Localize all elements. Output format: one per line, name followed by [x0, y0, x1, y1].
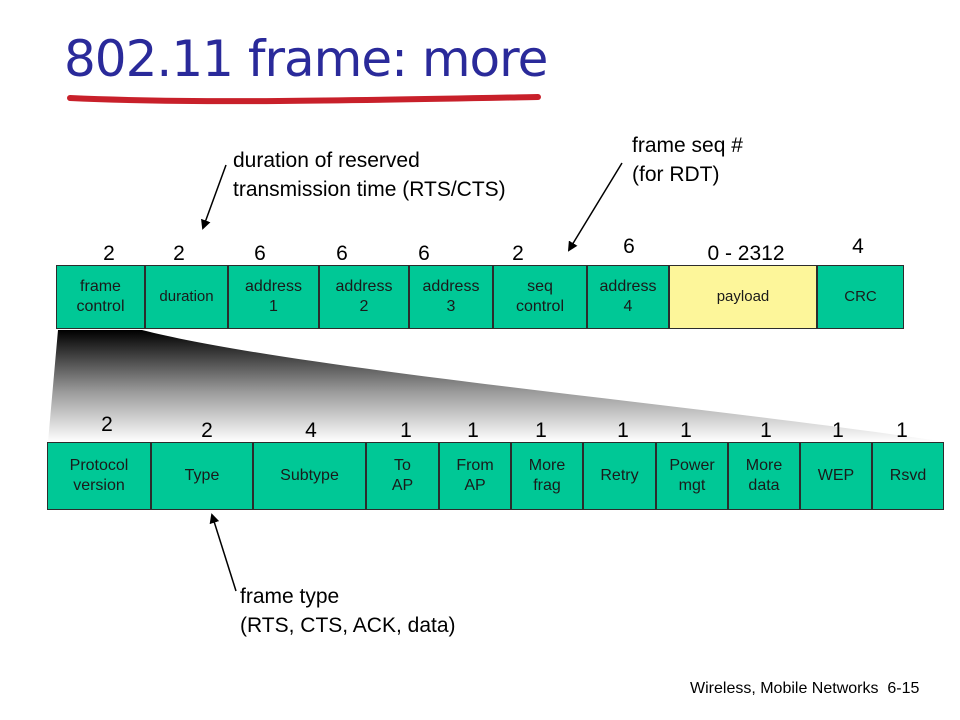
- duration-arrow: [201, 164, 227, 230]
- seq-annotation: frame seq # (for RDT): [632, 131, 743, 189]
- fc-size-more-frag: 1: [535, 419, 547, 442]
- frame-size-seq-control: 2: [512, 242, 524, 265]
- type-annotation-line2: (RTS, CTS, ACK, data): [240, 614, 456, 637]
- fc-field-subtype: Subtype: [253, 442, 366, 510]
- seq-annotation-line1: frame seq #: [632, 134, 743, 157]
- duration-annotation: duration of reserved transmission time (…: [233, 146, 506, 204]
- fc-size-type: 2: [201, 419, 213, 442]
- expansion-shade: [48, 330, 945, 442]
- fc-field-protocol-version: Protocol version: [47, 442, 151, 510]
- frame-size-address1: 6: [254, 242, 266, 265]
- type-annotation-line1: frame type: [240, 585, 340, 608]
- frame-size-address3: 6: [418, 242, 430, 265]
- fc-field-wep: WEP: [800, 442, 872, 510]
- frame-field-payload: payload: [669, 265, 817, 329]
- fc-size-protocol-version: 2: [101, 413, 113, 436]
- frame-size-crc: 4: [852, 235, 864, 258]
- title-underline: [67, 94, 541, 105]
- type-arrow: [209, 513, 237, 592]
- fc-field-rsvd: Rsvd: [872, 442, 944, 510]
- fc-field-more-data: More data: [728, 442, 800, 510]
- footer-chapter: Wireless, Mobile Networks: [690, 680, 879, 697]
- duration-annotation-line2: transmission time (RTS/CTS): [233, 178, 506, 201]
- frame-size-payload: 0 - 2312: [707, 242, 785, 265]
- type-annotation: frame type (RTS, CTS, ACK, data): [240, 582, 456, 640]
- frame-size-address2: 6: [336, 242, 348, 265]
- fc-size-wep: 1: [832, 419, 844, 442]
- fc-size-rsvd: 1: [896, 419, 908, 442]
- fc-size-power-mgt: 1: [680, 419, 692, 442]
- fc-field-more-frag: More frag: [511, 442, 583, 510]
- fc-field-from-ap: From AP: [439, 442, 511, 510]
- seq-annotation-line2: (for RDT): [632, 163, 720, 186]
- fc-size-to-ap: 1: [400, 419, 412, 442]
- fc-size-from-ap: 1: [467, 419, 479, 442]
- slide-footer: Wireless, Mobile Networks 6-15: [690, 680, 919, 698]
- duration-annotation-line1: duration of reserved: [233, 149, 420, 172]
- frame-field-duration: duration: [145, 265, 228, 329]
- fc-size-retry: 1: [617, 419, 629, 442]
- frame-size-duration: 2: [173, 242, 185, 265]
- footer-page-number: 6-15: [887, 680, 920, 697]
- frame-field-address3: address 3: [409, 265, 493, 329]
- frame-size-frame-control: 2: [103, 242, 115, 265]
- seq-arrow: [567, 162, 623, 252]
- fc-field-type: Type: [151, 442, 253, 510]
- frame-field-address4: address 4: [587, 265, 669, 329]
- fc-size-more-data: 1: [760, 419, 772, 442]
- fc-field-retry: Retry: [583, 442, 656, 510]
- page-title: 802.11 frame: more: [64, 30, 548, 88]
- frame-size-address4: 6: [623, 235, 635, 258]
- frame-field-seq-control: seq control: [493, 265, 587, 329]
- frame-field-crc: CRC: [817, 265, 904, 329]
- fc-field-power-mgt: Power mgt: [656, 442, 728, 510]
- frame-field-address1: address 1: [228, 265, 319, 329]
- frame-field-frame-control: frame control: [56, 265, 145, 329]
- frame-field-address2: address 2: [319, 265, 409, 329]
- fc-size-subtype: 4: [305, 419, 317, 442]
- fc-field-to-ap: To AP: [366, 442, 439, 510]
